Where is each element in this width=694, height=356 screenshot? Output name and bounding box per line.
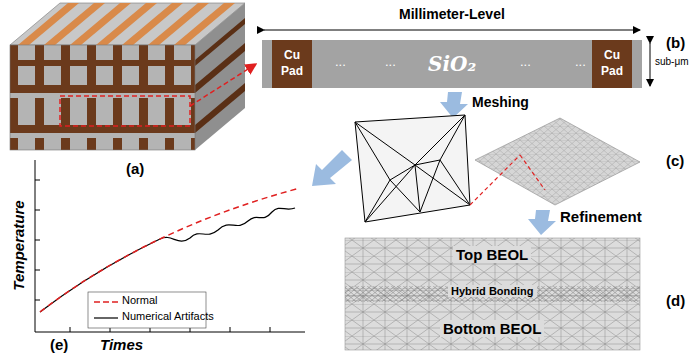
legend-text: Numerical Artifacts [122,310,214,322]
axis-label: Times [100,336,143,353]
panel-label: ... [520,54,531,69]
flow-arrow [528,210,556,235]
node-text: Hybrid Bonding [448,285,537,297]
panel-label: (c) [666,152,684,169]
refined-mesh-region: Top BEOL Hybrid BondingBottom BEOL [345,238,640,350]
cu-pad: Cu Pad [272,40,312,88]
node-text: Top BEOL [453,246,531,263]
cu-pad: Cu Pad [592,40,632,88]
panel-label: (d) [666,292,685,309]
flow-arrow [312,150,352,186]
panel-label: Millimeter-Level [395,6,509,22]
panel-label: (b) [666,34,685,51]
legend-sample [94,317,118,318]
node-text: Bottom BEOL [440,320,544,337]
node-text: Cu Pad [278,48,306,79]
panel-label: sub-μm [655,56,689,67]
panel-label: ... [385,54,396,69]
node-text: SiO₂ [428,52,476,76]
node-text: Cu Pad [598,48,626,79]
dimension-arrow [650,43,651,86]
axis-label: Temperature [10,200,27,290]
panel-label: (e) [50,336,68,353]
stack-illustration [10,3,256,150]
chart [35,160,305,332]
mesh-illustration [355,115,640,222]
legend-text: Normal [122,294,157,306]
panel-label: Meshing [472,94,529,110]
panel-label: ... [575,54,586,69]
panel-label: (a) [126,160,144,177]
refined-mesh [345,238,640,350]
panel-label: Refinement [560,208,642,225]
panel-label: ... [335,54,346,69]
legend-sample [94,301,118,303]
dimension-arrow [264,30,640,31]
flow-arrow [440,92,468,118]
